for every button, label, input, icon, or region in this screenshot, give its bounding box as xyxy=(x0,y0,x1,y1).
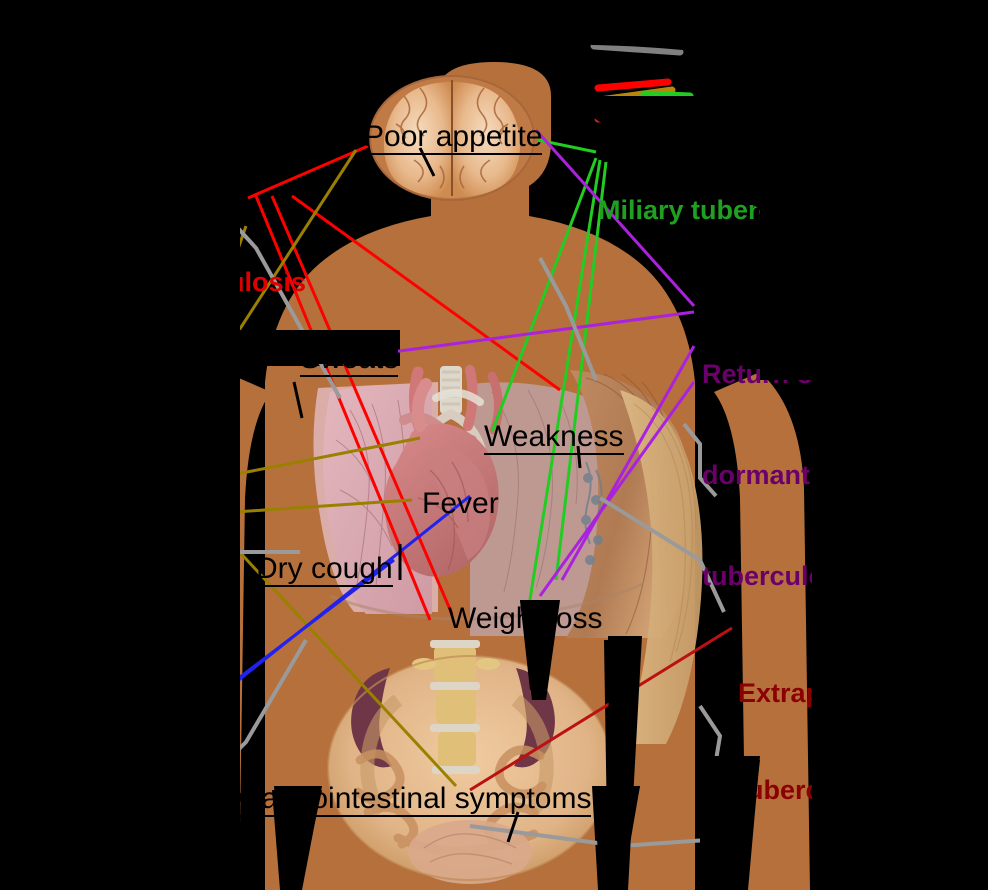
label-line: Return of xyxy=(702,358,822,389)
symptom-dry-cough: Dry cough xyxy=(256,552,393,587)
label-extrapulmonary-tuberculosis: Extrapulmonary tuberculosis xyxy=(738,612,944,871)
label-line: Primary xyxy=(18,496,119,527)
symptom-fever: Fever xyxy=(422,487,499,520)
label-return-of-dormant-tuberculosis: Return of dormant tuberculosis xyxy=(702,290,863,661)
brain-coronal-section xyxy=(369,75,535,201)
label-line: Tuberculous xyxy=(6,784,167,815)
connector-symptom-pointers xyxy=(292,147,582,843)
label-line: pulmonary xyxy=(18,597,157,628)
abdomen-cross-section xyxy=(327,640,613,884)
red-key-line xyxy=(594,78,672,92)
darkred-key-line xyxy=(594,112,664,123)
label-line: pleuritis xyxy=(6,885,166,890)
label-established-pulmonary: (Established) pulmonary tuberculosis xyxy=(0,128,306,353)
label-line: Miliary tuberculosis xyxy=(598,195,852,226)
label-tuberculous-pleuritis: Tuberculous pleuritis xyxy=(6,716,166,890)
symptom-weakness: Weakness xyxy=(484,420,624,455)
symptom-weight-loss: Weight loss xyxy=(448,602,603,635)
gray-key-line xyxy=(590,42,684,56)
label-line: tuberculosis xyxy=(702,561,863,591)
label-line: (Established) xyxy=(0,183,170,214)
green-key-line xyxy=(640,90,694,100)
label-line: Extrapulmonary xyxy=(738,677,944,708)
magenta-key-line xyxy=(592,100,664,111)
label-line: dormant xyxy=(702,459,810,490)
symptom-poor-appetite: Poor appetite xyxy=(364,120,543,155)
symptom-sweats: Sweats xyxy=(300,342,399,377)
label-line: pulmonary tuberculosis xyxy=(0,267,307,298)
label-miliary-tuberculosis: Miliary tuberculosis xyxy=(598,140,852,280)
symptom-gastrointestinal: Gastrointestinal symptoms xyxy=(238,782,592,817)
label-line: tuberculosis xyxy=(738,774,899,805)
connector-extrapulmonary xyxy=(469,626,733,792)
